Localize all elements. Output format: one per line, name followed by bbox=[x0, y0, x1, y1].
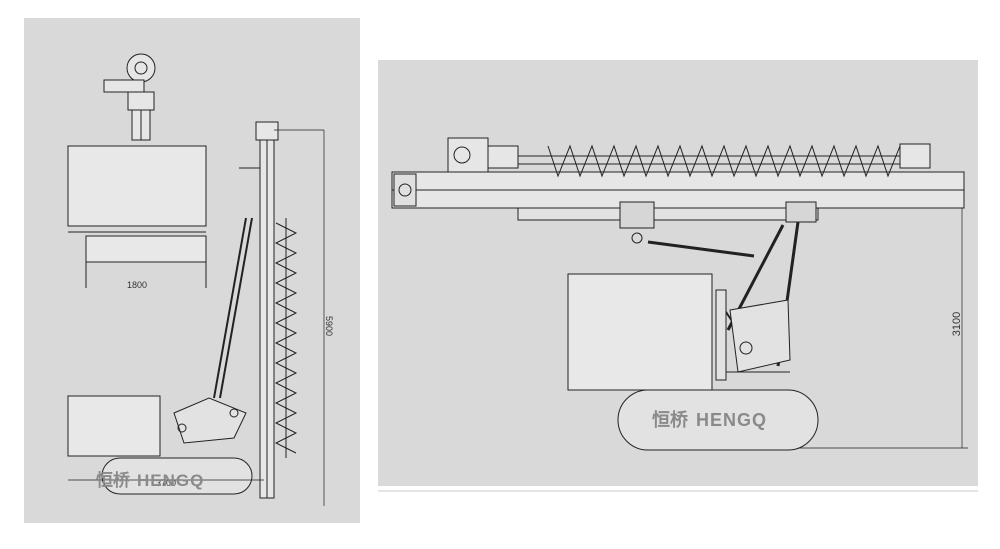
front-side-view-panel: 1800 5900 3700 恒桥 HENGQ bbox=[24, 18, 360, 523]
watermark-en: HENGQ bbox=[696, 410, 767, 430]
length-dimension-label: 3700 bbox=[156, 478, 176, 488]
transport-view-panel: 3100 恒桥 HENGQ bbox=[378, 60, 978, 486]
transport-view-drawing: 3100 恒桥 HENGQ bbox=[391, 137, 968, 451]
height-dimension-label: 3100 bbox=[951, 312, 963, 336]
bottom-divider bbox=[378, 490, 978, 492]
height-dimension-label: 5900 bbox=[324, 316, 334, 336]
width-dimension-label: 1800 bbox=[127, 280, 147, 290]
front-side-view-drawing: 1800 5900 3700 恒桥 HENGQ bbox=[67, 53, 334, 506]
watermark-en: HENGQ bbox=[137, 471, 204, 490]
watermark-cn: 恒桥 bbox=[652, 409, 689, 431]
watermark-cn: 恒桥 bbox=[96, 470, 131, 491]
